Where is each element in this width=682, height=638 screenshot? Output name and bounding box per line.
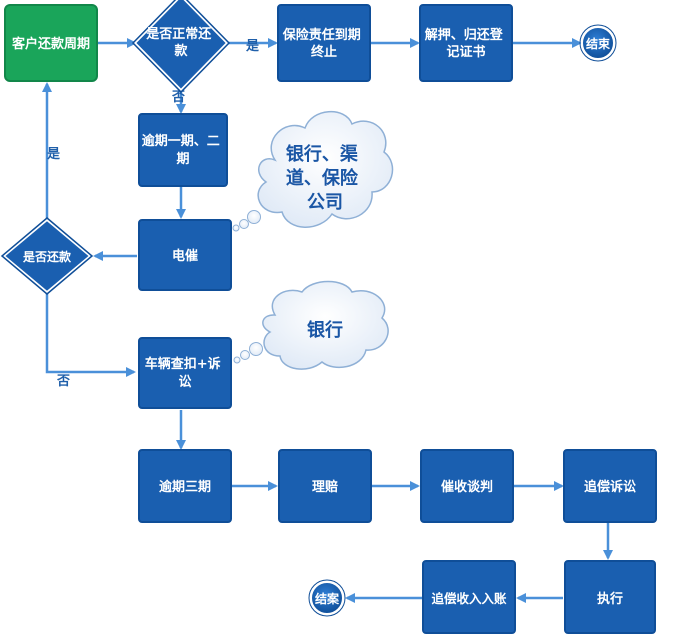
node-insurance-end: 保险责任到期 终止: [277, 4, 371, 82]
decision-did-repay-text: 是否还款: [22, 249, 72, 264]
node-execute: 执行: [564, 560, 656, 634]
decision-repay-normal-line2: 款: [174, 43, 188, 59]
node-seize-lawsuit-line1: 车辆查扣+诉: [145, 356, 221, 372]
node-execute-text: 执行: [597, 591, 623, 607]
node-overdue-3-text: 逾期三期: [159, 479, 211, 495]
node-end-bottom-text: 结案: [315, 591, 340, 606]
decision-repay-normal: 是否正常还 款: [131, 0, 231, 94]
node-recovery-income-text: 追偿收入入账: [431, 591, 507, 606]
node-negotiate-text: 催收谈判: [441, 479, 493, 495]
node-end-bottom: 结案: [308, 579, 346, 617]
node-negotiate: 催收谈判: [420, 449, 514, 523]
cloud1-line1: 银行、渠: [286, 143, 358, 165]
svg-text:逾期一期、二 期: 逾期一期、二 期: [142, 133, 225, 167]
connectors: [42, 38, 613, 603]
label-no-bottom: 否: [56, 374, 70, 389]
node-claim-text: 理赔: [312, 479, 338, 495]
node-overdue-3: 逾期三期: [138, 449, 232, 523]
node-release: 解押、归还登 记证书: [419, 4, 513, 82]
node-release-line2: 记证书: [446, 44, 485, 60]
node-end-top: 结束: [579, 24, 617, 62]
decision-did-repay: 是否还款: [0, 217, 94, 295]
node-seize-lawsuit-line2: 讼: [178, 374, 191, 390]
cloud-bank-channel-insurer: 银行、渠 道、保险 公司: [232, 110, 394, 232]
svg-text:保险责任到期 终止: 保险责任到期 终止: [282, 27, 366, 60]
label-yes-right: 是: [245, 39, 260, 54]
node-phone-collect-text: 电催: [172, 248, 198, 264]
decision-repay-normal-line1: 是否正常还: [145, 26, 212, 42]
cloud2-line1: 银行: [307, 319, 343, 341]
node-start-text: 客户还款周期: [12, 36, 90, 52]
node-overdue-1-2: 逾期一期、二 期: [138, 113, 228, 187]
arrow-didrepay-no-to-seize: [45, 292, 136, 377]
cloud1-line2: 道、保险: [286, 167, 359, 189]
svg-text:解押、归还登 记证书: 解押、归还登 记证书: [424, 27, 508, 60]
node-overdue-1-2-line1: 逾期一期、二: [142, 133, 220, 149]
node-seize-lawsuit: 车辆查扣+诉 讼: [138, 337, 232, 409]
node-release-line1: 解押、归还登: [424, 27, 504, 43]
node-start: 客户还款周期: [4, 4, 98, 82]
node-insurance-end-line1: 保险责任到期: [282, 27, 361, 43]
node-overdue-1-2-line2: 期: [176, 152, 189, 167]
node-recovery-income: 追偿收入入账: [422, 560, 516, 634]
node-recovery-lawsuit-text: 追偿诉讼: [584, 479, 636, 495]
svg-text:是否正常还 款: 是否正常还 款: [145, 26, 216, 59]
node-phone-collect: 电催: [138, 219, 232, 291]
node-end-top-text: 结束: [586, 36, 611, 51]
node-recovery-lawsuit: 追偿诉讼: [563, 449, 657, 523]
svg-text:车辆查扣+诉 讼: 车辆查扣+诉 讼: [145, 356, 225, 390]
node-claim: 理赔: [278, 449, 372, 523]
svg-text:银行、渠 道、保险 公司: 银行、渠 道、保险 公司: [286, 143, 364, 213]
label-no-down: 否: [171, 90, 185, 105]
cloud-bank: 银行: [233, 280, 389, 370]
node-insurance-end-line2: 终止: [311, 44, 337, 60]
cloud1-line3: 公司: [307, 192, 343, 213]
label-yes-up: 是: [46, 147, 61, 162]
